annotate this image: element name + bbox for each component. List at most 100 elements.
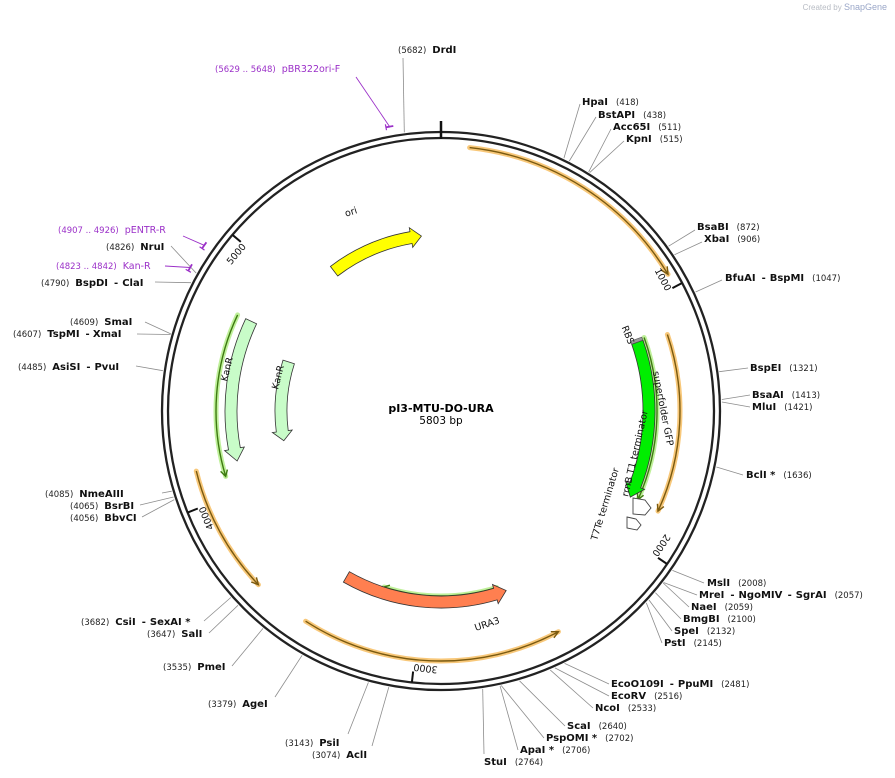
leader-line bbox=[499, 685, 519, 751]
plasmid-name: pI3-MTU-DO-URA bbox=[388, 402, 494, 415]
site-eco0109i[interactable]: EcoO109I-PpuMI(2481) bbox=[611, 679, 749, 690]
orf-green-line[interactable] bbox=[215, 314, 239, 477]
orf-arrowhead bbox=[656, 503, 665, 513]
site-scai[interactable]: ScaI(2640) bbox=[567, 721, 627, 732]
site-acli[interactable]: (3074)AclI bbox=[312, 750, 367, 761]
site-ncoi[interactable]: NcoI(2533) bbox=[595, 703, 656, 714]
rrnb-terminator-symbol[interactable] bbox=[632, 497, 652, 516]
leader-line bbox=[402, 57, 405, 133]
primer-labels: (5629 .. 5648)pBR322ori-F (4907 .. 4926)… bbox=[56, 64, 340, 272]
leader-line bbox=[695, 279, 723, 293]
leader-line bbox=[347, 682, 369, 735]
site-bstapi[interactable]: BstAPI(438) bbox=[598, 110, 666, 121]
leader-line bbox=[139, 496, 174, 506]
site-smai[interactable]: (4609)SmaI bbox=[70, 317, 132, 328]
leader-line bbox=[563, 103, 581, 159]
leader-line bbox=[371, 686, 390, 747]
leader-line bbox=[170, 245, 197, 274]
site-nmeaiii[interactable]: (4085)NmeAIII bbox=[45, 489, 124, 500]
kanr-inner-feature-arrow[interactable] bbox=[271, 359, 295, 442]
leader-line bbox=[135, 365, 163, 372]
leader-line bbox=[274, 655, 303, 698]
primer-leader bbox=[182, 235, 205, 246]
leader-line bbox=[655, 592, 682, 620]
primer-pbr322ori-f-label[interactable]: (5629 .. 5648)pBR322ori-F bbox=[215, 64, 340, 75]
site-psti[interactable]: PstI(2145) bbox=[664, 638, 722, 649]
site-bspei[interactable]: BspEI(1321) bbox=[750, 363, 818, 374]
leader-line bbox=[500, 685, 545, 739]
tick-mark bbox=[410, 671, 415, 683]
site-mrei[interactable]: MreI-NgoMIV-SgrAI(2057) bbox=[699, 590, 863, 601]
leader-line bbox=[564, 663, 610, 685]
primer-end-tick bbox=[199, 246, 205, 251]
site-mlui[interactable]: MluI(1421) bbox=[752, 402, 812, 413]
leader-line bbox=[588, 128, 612, 173]
ura3-feature-arrow[interactable] bbox=[342, 571, 507, 609]
tick-label: 3000 bbox=[413, 661, 438, 675]
site-bspdi[interactable]: (4790)BspDI-ClaI bbox=[41, 278, 143, 289]
site-tspmi[interactable]: (4607)TspMI-XmaI bbox=[13, 329, 122, 340]
orf-line[interactable] bbox=[657, 334, 681, 512]
leader-line bbox=[161, 490, 172, 494]
leader-line bbox=[203, 597, 232, 622]
leader-line bbox=[208, 605, 239, 634]
site-drdi[interactable]: (5682)DrdI bbox=[398, 45, 456, 56]
site-spei[interactable]: SpeI(2132) bbox=[674, 626, 735, 637]
site-kpni[interactable]: KpnI(515) bbox=[626, 134, 683, 145]
leader-line bbox=[716, 466, 744, 476]
site-msli[interactable]: MslI(2008) bbox=[707, 578, 766, 589]
site-bfuai[interactable]: BfuAI-BspMI(1047) bbox=[725, 273, 840, 284]
superfolder-gfp-feature-arrow[interactable] bbox=[625, 339, 656, 498]
site-csii[interactable]: (3682)CsiI-SexAI * bbox=[81, 617, 191, 628]
leader-line bbox=[648, 599, 673, 632]
leader-line bbox=[721, 394, 751, 400]
tick-mark bbox=[671, 282, 683, 289]
site-asisi[interactable]: (4485)AsiSI-PvuI bbox=[18, 362, 119, 373]
site-pmei[interactable]: (3535)PmeI bbox=[163, 662, 226, 673]
site-bbvci[interactable]: (4056)BbvCI bbox=[70, 513, 137, 524]
site-xbai[interactable]: XbaI(906) bbox=[704, 234, 760, 245]
site-pspomi[interactable]: PspOMI *(2702) bbox=[546, 733, 633, 744]
site-naei[interactable]: NaeI(2059) bbox=[691, 602, 753, 613]
primer-layer bbox=[164, 76, 394, 273]
orf-line[interactable] bbox=[469, 146, 669, 275]
site-bcli[interactable]: BclI *(1636) bbox=[746, 470, 812, 481]
site-bmgbi[interactable]: BmgBI(2100) bbox=[683, 614, 756, 625]
site-agei[interactable]: (3379)AgeI bbox=[208, 699, 268, 710]
primer-binding-mark[interactable] bbox=[201, 241, 208, 249]
leader-line bbox=[144, 321, 171, 335]
tick-label: 2000 bbox=[649, 532, 672, 558]
leader-line bbox=[645, 602, 663, 644]
orf-glow bbox=[467, 145, 671, 277]
orf-line[interactable] bbox=[305, 620, 559, 662]
orf-arrowhead bbox=[550, 631, 560, 639]
tick-mark bbox=[657, 556, 668, 565]
primer-pentr-r-label[interactable]: (4907 .. 4926)pENTR-R bbox=[58, 225, 166, 236]
site-ecorv[interactable]: EcoRV(2516) bbox=[611, 691, 682, 702]
leader-line bbox=[589, 140, 625, 173]
site-sali[interactable]: (3647)SalI bbox=[147, 629, 202, 640]
orf-green-line[interactable] bbox=[637, 337, 658, 500]
primer-end-tick bbox=[384, 124, 388, 131]
primer-binding-mark[interactable] bbox=[385, 125, 394, 129]
plasmid-length: 5803 bp bbox=[419, 415, 463, 427]
t7te-terminator-symbol[interactable] bbox=[626, 516, 642, 531]
site-bsabi[interactable]: BsaBI(872) bbox=[697, 222, 760, 233]
orf-line[interactable] bbox=[195, 470, 259, 586]
site-nrui[interactable]: (4826)NruI bbox=[106, 242, 164, 253]
kanr-outer-feature-arrow[interactable] bbox=[223, 318, 258, 462]
site-bsaai[interactable]: BsaAI(1413) bbox=[752, 390, 820, 401]
site-stui[interactable]: StuI(2764) bbox=[484, 757, 543, 768]
leader-line bbox=[662, 582, 690, 608]
site-acc65i[interactable]: Acc65I(511) bbox=[613, 122, 681, 133]
rbs-feature[interactable] bbox=[630, 336, 644, 345]
site-hpai[interactable]: HpaI(418) bbox=[582, 97, 639, 108]
site-psii[interactable]: (3143)PsiI bbox=[285, 738, 340, 749]
ori-feature-arrow[interactable] bbox=[329, 226, 422, 277]
feature-layer bbox=[223, 226, 656, 609]
site-apai[interactable]: ApaI *(2706) bbox=[520, 745, 590, 756]
leader-line bbox=[721, 401, 751, 408]
site-bsrbi[interactable]: (4065)BsrBI bbox=[70, 501, 134, 512]
primer-kan-r-label[interactable]: (4823 .. 4842)Kan-R bbox=[56, 261, 151, 272]
